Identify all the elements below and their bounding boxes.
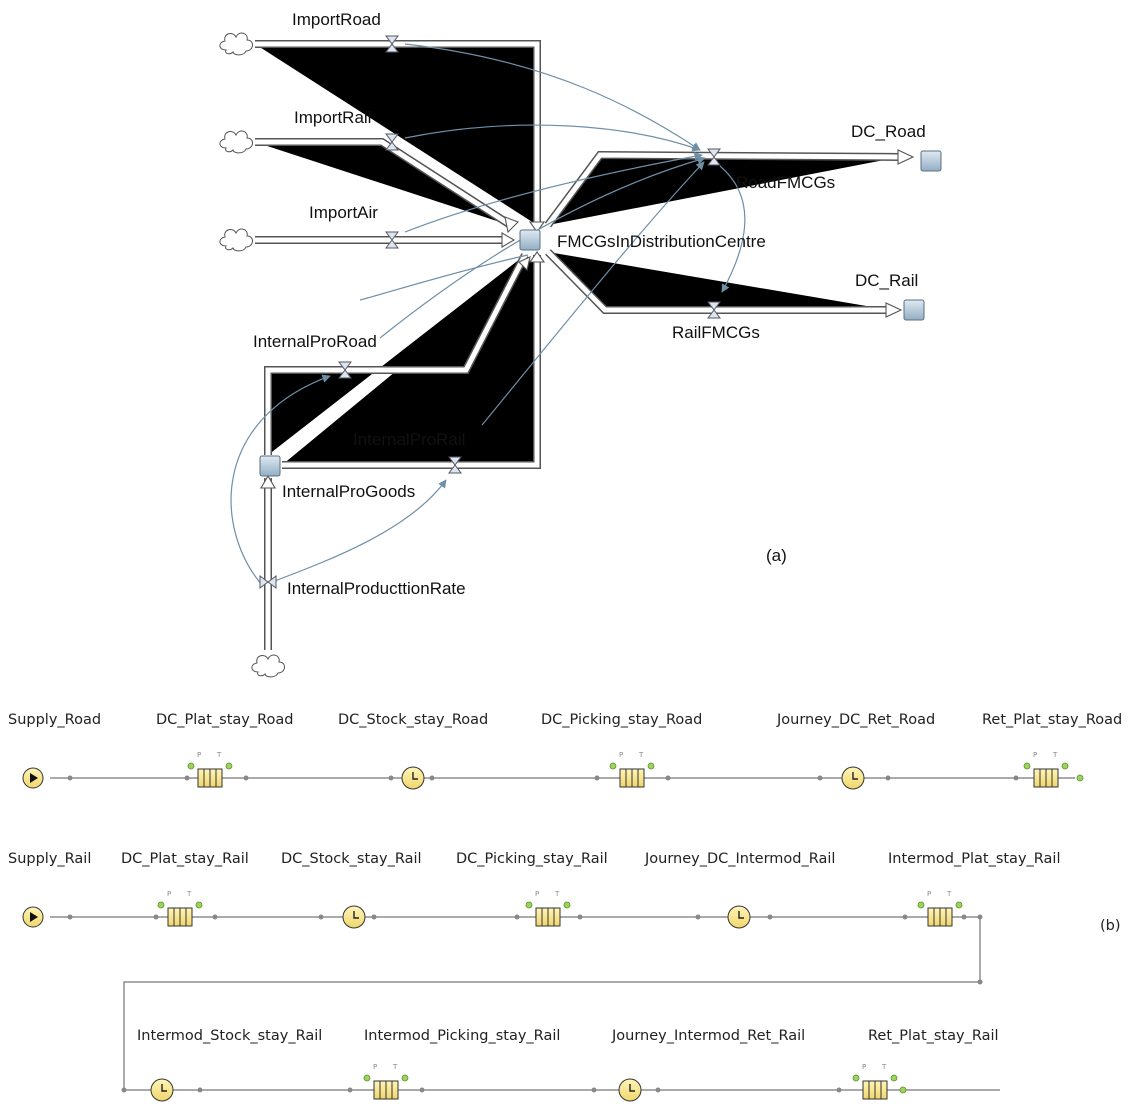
road-chain bbox=[22, 750, 1084, 790]
sd-pipe-arrowheads bbox=[260, 149, 915, 489]
label-internal-rail: InternalProRail bbox=[353, 430, 465, 449]
cloud-import-air-source bbox=[219, 228, 254, 252]
arrowhead-internalroad bbox=[518, 256, 531, 272]
arrowhead-importair bbox=[501, 232, 516, 248]
delay-block-dc-stock-road[interactable] bbox=[401, 766, 425, 790]
queue-block-intermod-picking-rail[interactable] bbox=[363, 1062, 409, 1100]
stock-internal-goods[interactable] bbox=[259, 455, 281, 477]
stock-fmcg-dc[interactable] bbox=[519, 229, 541, 251]
arrowhead-importrail bbox=[504, 216, 519, 234]
rail-chain bbox=[22, 889, 1000, 1102]
label-internal-rate: InternalProducttionRate bbox=[287, 579, 466, 598]
arrowhead-roadfmcgs bbox=[897, 149, 915, 165]
label-ret-plat-road: Ret_Plat_stay_Road bbox=[982, 712, 1122, 728]
source-block-supply-rail[interactable] bbox=[22, 906, 44, 928]
label-dc-picking-road: DC_Picking_stay_Road bbox=[541, 712, 702, 728]
label-import-rail: ImportRail bbox=[294, 108, 371, 127]
cloud-import-rail-source bbox=[219, 130, 254, 154]
cloud-internal-source bbox=[251, 654, 286, 678]
source-block-supply-road[interactable] bbox=[22, 767, 44, 789]
delay-block-journey-intermod-ret-rail[interactable] bbox=[618, 1078, 642, 1102]
queue-block-dc-plat-road[interactable] bbox=[187, 750, 233, 788]
label-supply-road: Supply_Road bbox=[8, 712, 101, 728]
arrowhead-internalrate bbox=[260, 474, 276, 489]
label-intermod-picking-rail: Intermod_Picking_stay_Rail bbox=[364, 1028, 560, 1044]
label-dc-road: DC_Road bbox=[851, 122, 926, 141]
sd-pipes bbox=[255, 44, 900, 465]
arrowhead-importroad bbox=[528, 221, 546, 233]
arrowhead-internalrail bbox=[528, 251, 546, 263]
cloud-import-road-source bbox=[219, 32, 254, 56]
queue-block-ret-plat-road[interactable] bbox=[1023, 750, 1069, 788]
stock-dc-road[interactable] bbox=[920, 150, 942, 172]
queue-block-ret-plat-rail[interactable] bbox=[852, 1062, 898, 1100]
label-import-air: ImportAir bbox=[309, 203, 378, 222]
sd-info-links bbox=[230, 43, 746, 586]
delay-block-intermod-stock-rail[interactable] bbox=[150, 1078, 174, 1102]
label-ret-plat-rail: Ret_Plat_stay_Rail bbox=[868, 1028, 999, 1044]
label-dc-plat-rail: DC_Plat_stay_Rail bbox=[121, 851, 249, 867]
queue-block-intermod-plat-rail[interactable] bbox=[917, 889, 963, 927]
label-dc-rail: DC_Rail bbox=[855, 271, 918, 290]
label-part-b: (b) bbox=[1100, 918, 1121, 934]
delay-block-journey-ret-road[interactable] bbox=[841, 766, 865, 790]
label-part-a: (a) bbox=[766, 546, 787, 565]
label-intermod-stock-rail: Intermod_Stock_stay_Rail bbox=[137, 1028, 322, 1044]
queue-block-dc-plat-rail[interactable] bbox=[157, 889, 203, 927]
label-intermod-plat-rail: Intermod_Plat_stay_Rail bbox=[888, 851, 1060, 867]
label-rail-fmcgs: RailFMCGs bbox=[672, 323, 760, 342]
stock-dc-rail[interactable] bbox=[903, 299, 925, 321]
label-supply-rail: Supply_Rail bbox=[8, 851, 91, 867]
label-journey-intermod-rail: Journey_DC_Intermod_Rail bbox=[644, 851, 835, 867]
label-dc-stock-rail: DC_Stock_stay_Rail bbox=[281, 851, 422, 867]
label-journey-intermod-ret-rail: Journey_Intermod_Ret_Rail bbox=[611, 1028, 805, 1044]
label-internal-road: InternalProRoad bbox=[253, 332, 377, 351]
arrowhead-railfmcgs bbox=[885, 302, 903, 318]
label-fmcg-dc: FMCGsInDistributionCentre bbox=[557, 232, 766, 251]
label-road-fmcgs: RoadFMCGs bbox=[736, 173, 835, 192]
label-dc-plat-road: DC_Plat_stay_Road bbox=[156, 712, 293, 728]
queue-block-dc-picking-road[interactable] bbox=[609, 750, 655, 788]
label-import-road: ImportRoad bbox=[292, 10, 381, 29]
label-internal-goods: InternalProGoods bbox=[282, 482, 415, 501]
label-dc-stock-road: DC_Stock_stay_Road bbox=[338, 712, 488, 728]
label-dc-picking-rail: DC_Picking_stay_Rail bbox=[456, 851, 608, 867]
queue-block-dc-picking-rail[interactable] bbox=[525, 889, 571, 927]
label-journey-ret-road: Journey_DC_Ret_Road bbox=[776, 712, 935, 728]
delay-block-dc-stock-rail[interactable] bbox=[342, 905, 366, 929]
delay-block-journey-intermod-rail[interactable] bbox=[727, 905, 751, 929]
